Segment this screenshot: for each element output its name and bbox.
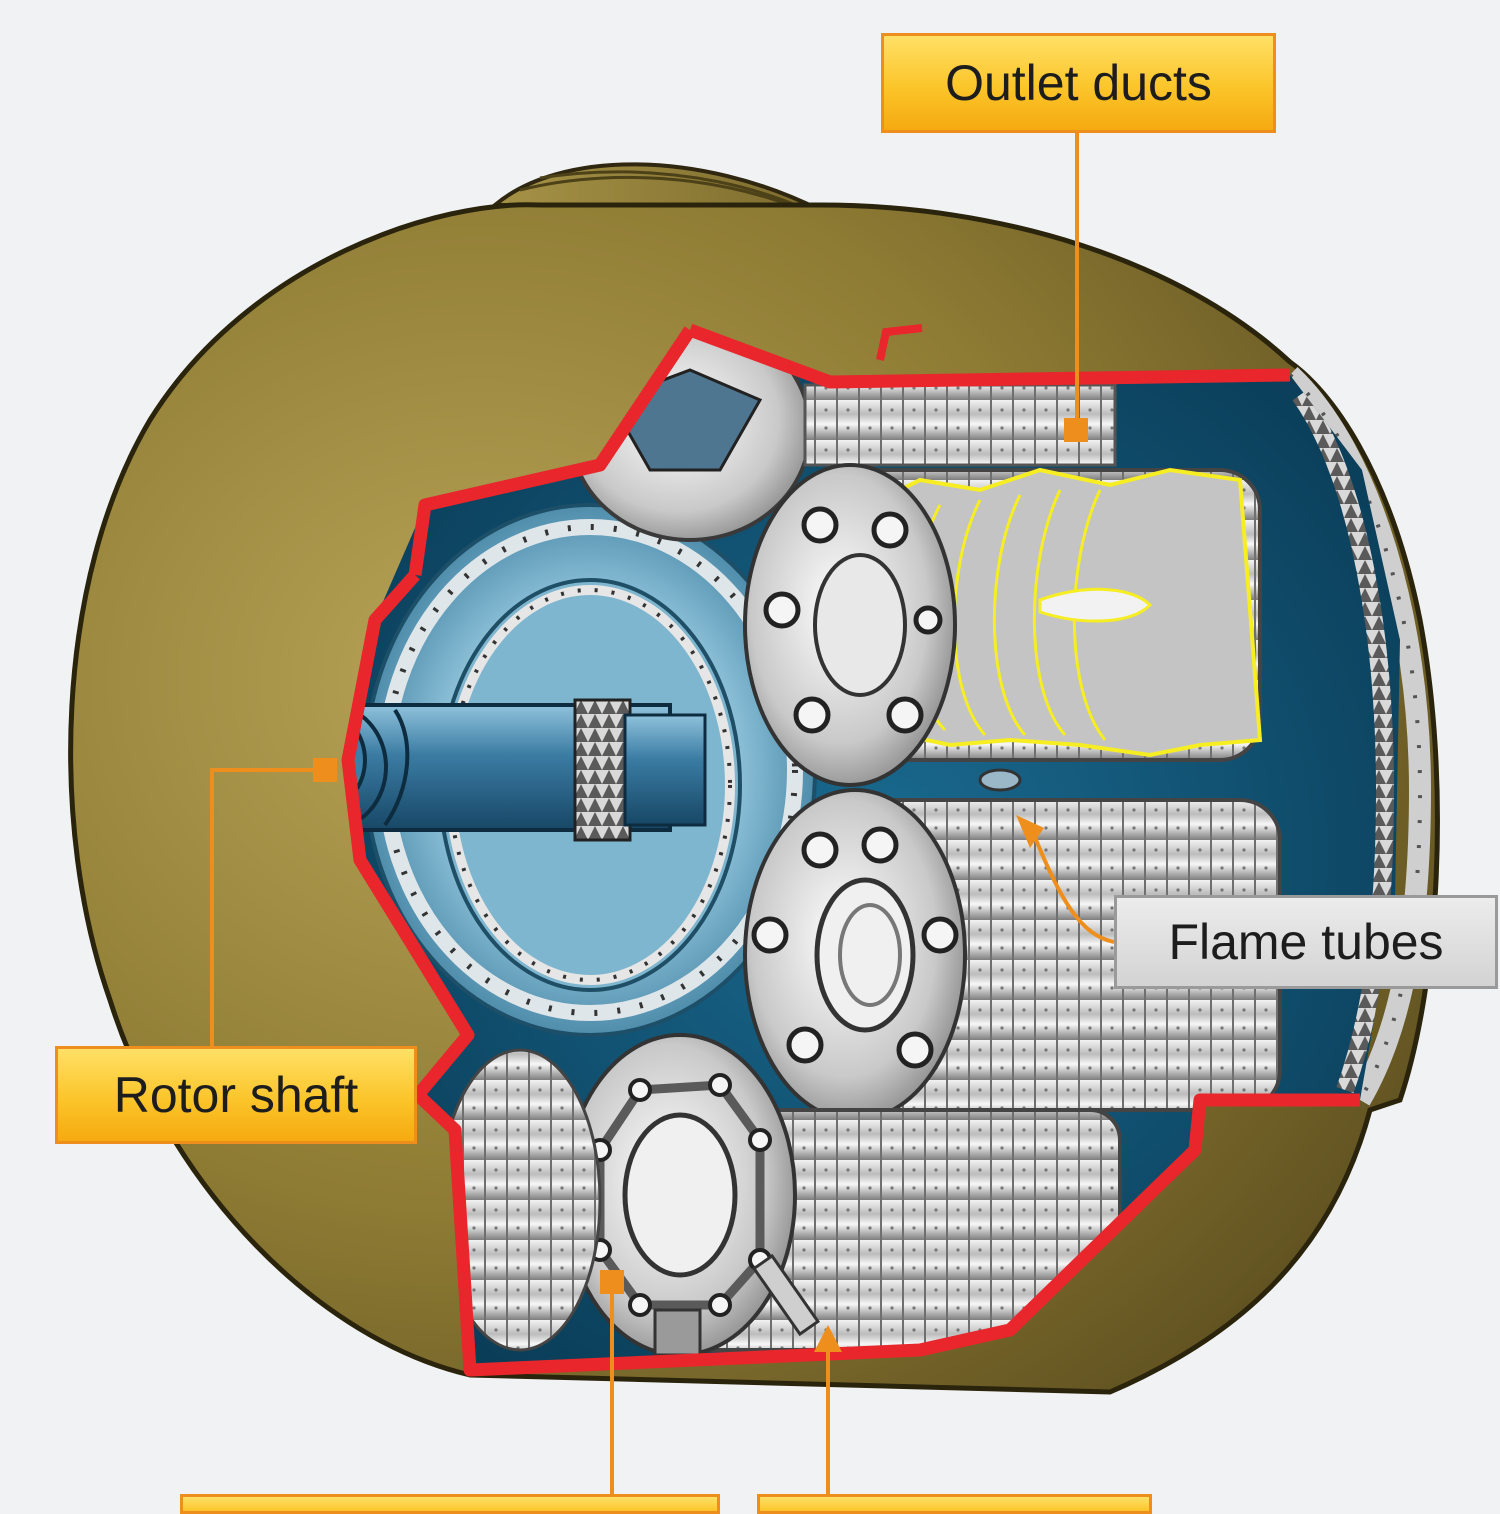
cropped-label-box-left xyxy=(180,1494,720,1514)
rotor-shaft-label: Rotor shaft xyxy=(55,1046,417,1144)
spark-igniter xyxy=(751,1253,821,1337)
shaft-end xyxy=(348,708,367,812)
flame-tubes-label: Flame tubes xyxy=(1114,895,1498,989)
cropped-label-box-right xyxy=(757,1494,1152,1514)
outlet-ducts-label: Outlet ducts xyxy=(881,33,1276,133)
section-cut-edge xyxy=(341,323,1360,1377)
leader-flame-tubes xyxy=(1028,824,1115,944)
shaft-spline xyxy=(573,698,632,842)
leader-rotor-shaft xyxy=(210,768,325,1046)
